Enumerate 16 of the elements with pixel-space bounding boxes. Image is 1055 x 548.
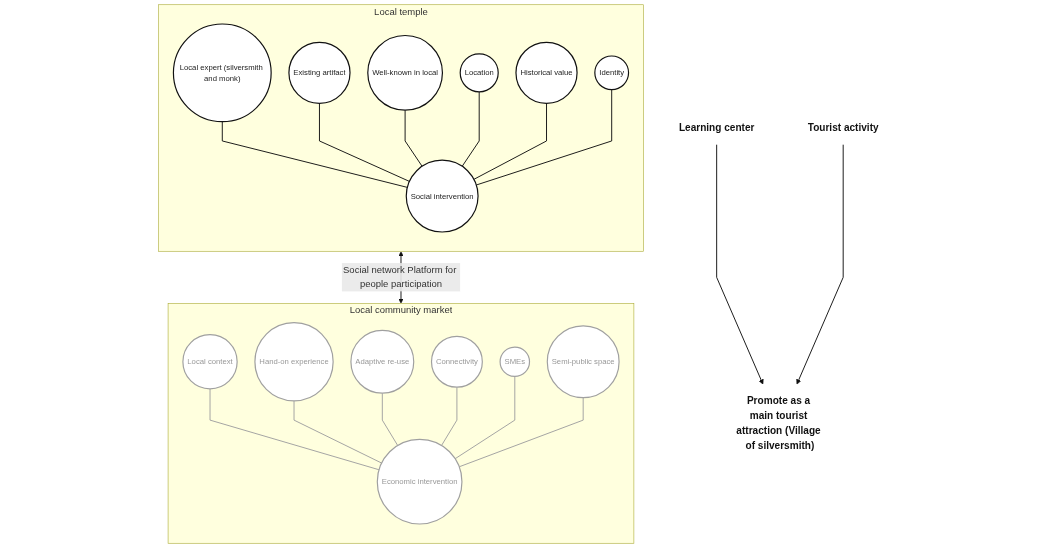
connector: [458, 397, 584, 468]
connector: [454, 376, 516, 460]
node-text: Tourist activity: [807, 122, 879, 134]
connector: [441, 386, 458, 446]
connector: [381, 392, 399, 446]
edge-label: Social network Platform for people participation: [343, 264, 457, 290]
connector: [209, 388, 380, 471]
connector: [319, 102, 410, 182]
connector: [461, 91, 480, 167]
connector: [293, 400, 383, 464]
connector: [404, 109, 423, 167]
connector: [473, 102, 547, 180]
connector: [475, 89, 613, 186]
node-text: Learning center: [678, 122, 755, 134]
node-text: Promote as a main tourist attraction (Village of silversmith): [736, 394, 821, 452]
connector: [221, 121, 408, 188]
